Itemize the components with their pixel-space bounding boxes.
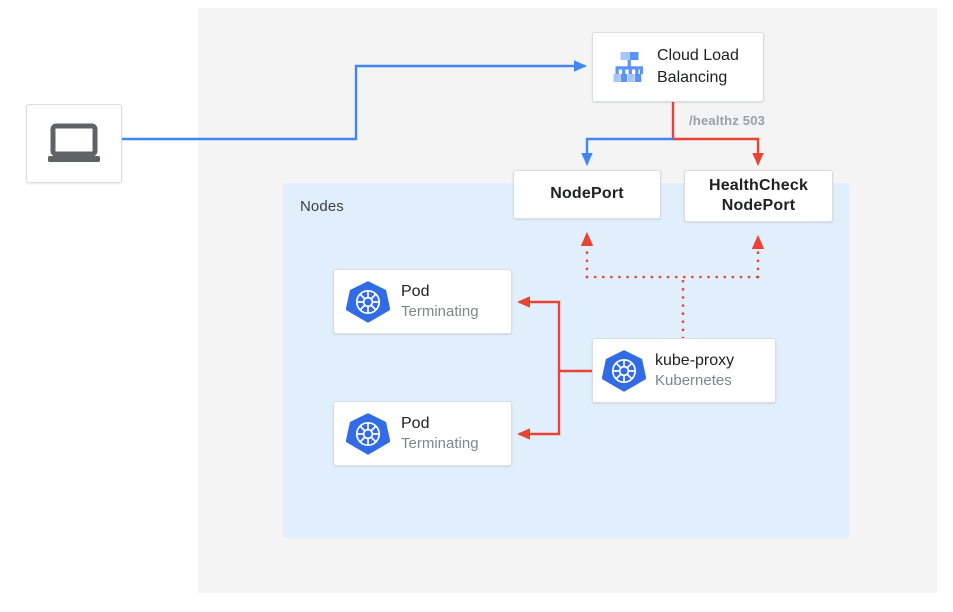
cloud-load-balancing-label: Cloud Load Balancing bbox=[657, 45, 739, 88]
nodeport-label: NodePort bbox=[550, 185, 624, 203]
pod-terminating-2[interactable]: Pod Terminating bbox=[333, 401, 512, 466]
laptop-icon bbox=[46, 123, 102, 165]
pod-terminating-1[interactable]: Pod Terminating bbox=[333, 269, 512, 334]
cloud-load-balancing[interactable]: Cloud Load Balancing bbox=[592, 32, 764, 102]
pod-terminating-1-subtitle: Terminating bbox=[401, 303, 479, 321]
healthcheck-nodeport-line1: HealthCheck bbox=[708, 176, 809, 194]
nodes-region-label: Nodes bbox=[300, 198, 344, 215]
client-device[interactable] bbox=[26, 104, 122, 183]
kube-proxy-subtitle: Kubernetes bbox=[655, 372, 732, 390]
kubernetes-icon bbox=[593, 349, 655, 393]
kube-proxy-title: kube-proxy bbox=[655, 351, 735, 369]
load-balancer-icon bbox=[601, 46, 657, 88]
healthcheck-nodeport-label: HealthCheck NodePort bbox=[709, 176, 808, 217]
healthcheck-nodeport[interactable]: HealthCheck NodePort bbox=[684, 170, 833, 222]
kubernetes-icon bbox=[334, 280, 401, 324]
cloud-load-balancing-line1: Cloud Load bbox=[657, 47, 739, 65]
healthcheck-nodeport-line2: NodePort bbox=[721, 197, 796, 214]
pod-terminating-2-title: Pod bbox=[401, 414, 430, 432]
cloud-load-balancing-line2: Balancing bbox=[657, 69, 728, 86]
kube-proxy[interactable]: kube-proxy Kubernetes bbox=[592, 338, 776, 403]
kube-proxy-text: kube-proxy Kubernetes bbox=[655, 350, 734, 392]
kubernetes-icon bbox=[334, 412, 401, 456]
pod-terminating-2-text: Pod Terminating bbox=[401, 413, 479, 455]
nodeport[interactable]: NodePort bbox=[513, 170, 661, 219]
pod-terminating-1-text: Pod Terminating bbox=[401, 281, 479, 323]
healthz-annotation: /healthz 503 bbox=[689, 113, 766, 128]
pod-terminating-1-title: Pod bbox=[401, 282, 430, 300]
pod-terminating-2-subtitle: Terminating bbox=[401, 435, 479, 453]
